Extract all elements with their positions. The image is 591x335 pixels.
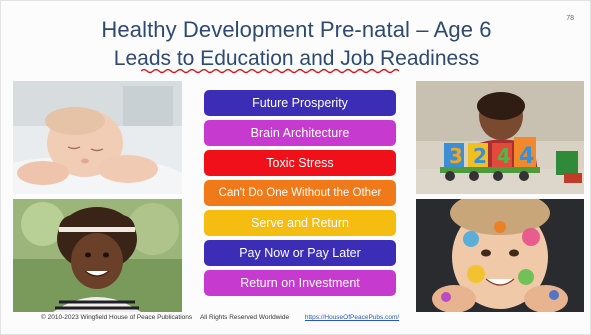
cant-do-one-without-the-other-button[interactable]: Can't Do One Without the Other <box>204 180 396 206</box>
toddler-number-blocks-photo: 3 2 4 4 <box>416 81 584 194</box>
website-link[interactable]: https://HouseOfPeacePubs.com/ <box>304 314 400 321</box>
page-number: 78 <box>566 15 574 22</box>
brain-architecture-button[interactable]: Brain Architecture <box>204 120 396 146</box>
painted-face-boy-photo <box>416 199 584 312</box>
sleeping-baby-photo <box>13 81 182 194</box>
svg-text:2: 2 <box>473 144 487 168</box>
copyright-text: © 2010-2023 Wingfield House of Peace Pub… <box>41 314 193 321</box>
serve-and-return-button[interactable]: Serve and Return <box>204 210 396 236</box>
pay-now-or-pay-later-button[interactable]: Pay Now or Pay Later <box>204 240 396 266</box>
future-prosperity-button[interactable]: Future Prosperity <box>204 90 396 116</box>
footer: © 2010-2023 Wingfield House of Peace Pub… <box>41 314 399 321</box>
toxic-stress-button[interactable]: Toxic Stress <box>204 150 396 176</box>
rights-text: All Rights Reserved Worldwide <box>199 314 290 321</box>
svg-text:4: 4 <box>519 144 534 169</box>
spellcheck-underline <box>141 68 400 74</box>
slide-subtitle: Leads to Education and Job Readiness <box>113 47 480 70</box>
return-on-investment-button[interactable]: Return on Investment <box>204 270 396 296</box>
smiling-girl-photo <box>13 199 182 312</box>
svg-text:4: 4 <box>497 144 511 168</box>
svg-text:3: 3 <box>449 144 463 168</box>
slide-title: Healthy Development Pre-natal – Age 6 <box>101 17 492 42</box>
